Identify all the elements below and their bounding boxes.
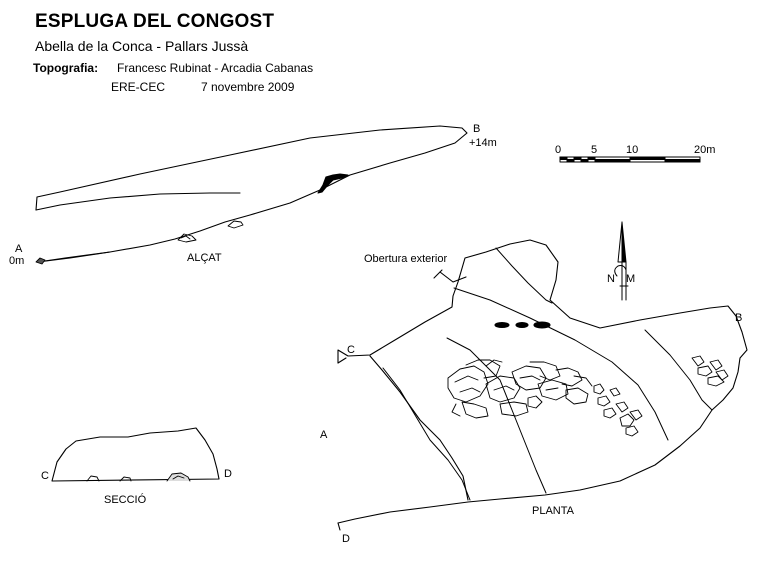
plan-point-a: A bbox=[320, 429, 328, 441]
survey-title: ESPLUGA DEL CONGOST bbox=[35, 11, 275, 32]
section-point-c: C bbox=[41, 470, 49, 482]
entrance-rocks bbox=[494, 321, 551, 329]
section-outline bbox=[51, 427, 220, 482]
survey-location: Abella de la Conca - Pallars Jussà bbox=[35, 38, 249, 54]
scale-tick-0: 0 bbox=[555, 144, 562, 156]
plan-label: PLANTA bbox=[532, 505, 574, 517]
plan-outline bbox=[337, 239, 748, 531]
topography-label: Topografia: bbox=[33, 61, 99, 75]
flowstone-mark bbox=[317, 173, 349, 194]
section-label: SECCIÓ bbox=[104, 494, 147, 506]
section-point-d: D bbox=[224, 468, 232, 480]
scale-tick-10: 10 bbox=[626, 144, 639, 156]
plan-point-b: B bbox=[735, 312, 743, 324]
section-boulders bbox=[86, 472, 191, 482]
north-arrow-icon bbox=[614, 221, 629, 301]
profile-label: ALÇAT bbox=[187, 252, 222, 264]
profile-point-b-depth: +14m bbox=[469, 137, 497, 149]
plan-sections bbox=[382, 247, 713, 501]
survey-date: 7 novembre 2009 bbox=[201, 80, 295, 94]
profile-point-a: A bbox=[15, 243, 23, 255]
topography-authors: Francesc Rubinat - Arcadia Cabanas bbox=[117, 61, 314, 75]
plan-point-d: D bbox=[342, 533, 350, 545]
scale-bar bbox=[559, 156, 701, 163]
boulder-field bbox=[447, 355, 729, 437]
scale-tick-20m: 20m bbox=[694, 144, 716, 156]
profile-boulders bbox=[35, 220, 244, 265]
north-label: N bbox=[607, 273, 615, 285]
plan-point-c: C bbox=[347, 344, 355, 356]
profile-point-b: B bbox=[473, 123, 481, 135]
entrance-label: Obertura exterior bbox=[364, 253, 448, 265]
profile-point-a-depth: 0m bbox=[9, 255, 25, 267]
profile-outline bbox=[35, 125, 468, 263]
magnetic-label: M bbox=[626, 273, 636, 285]
scale-tick-5: 5 bbox=[591, 144, 598, 156]
organization: ERE-CEC bbox=[111, 80, 166, 94]
